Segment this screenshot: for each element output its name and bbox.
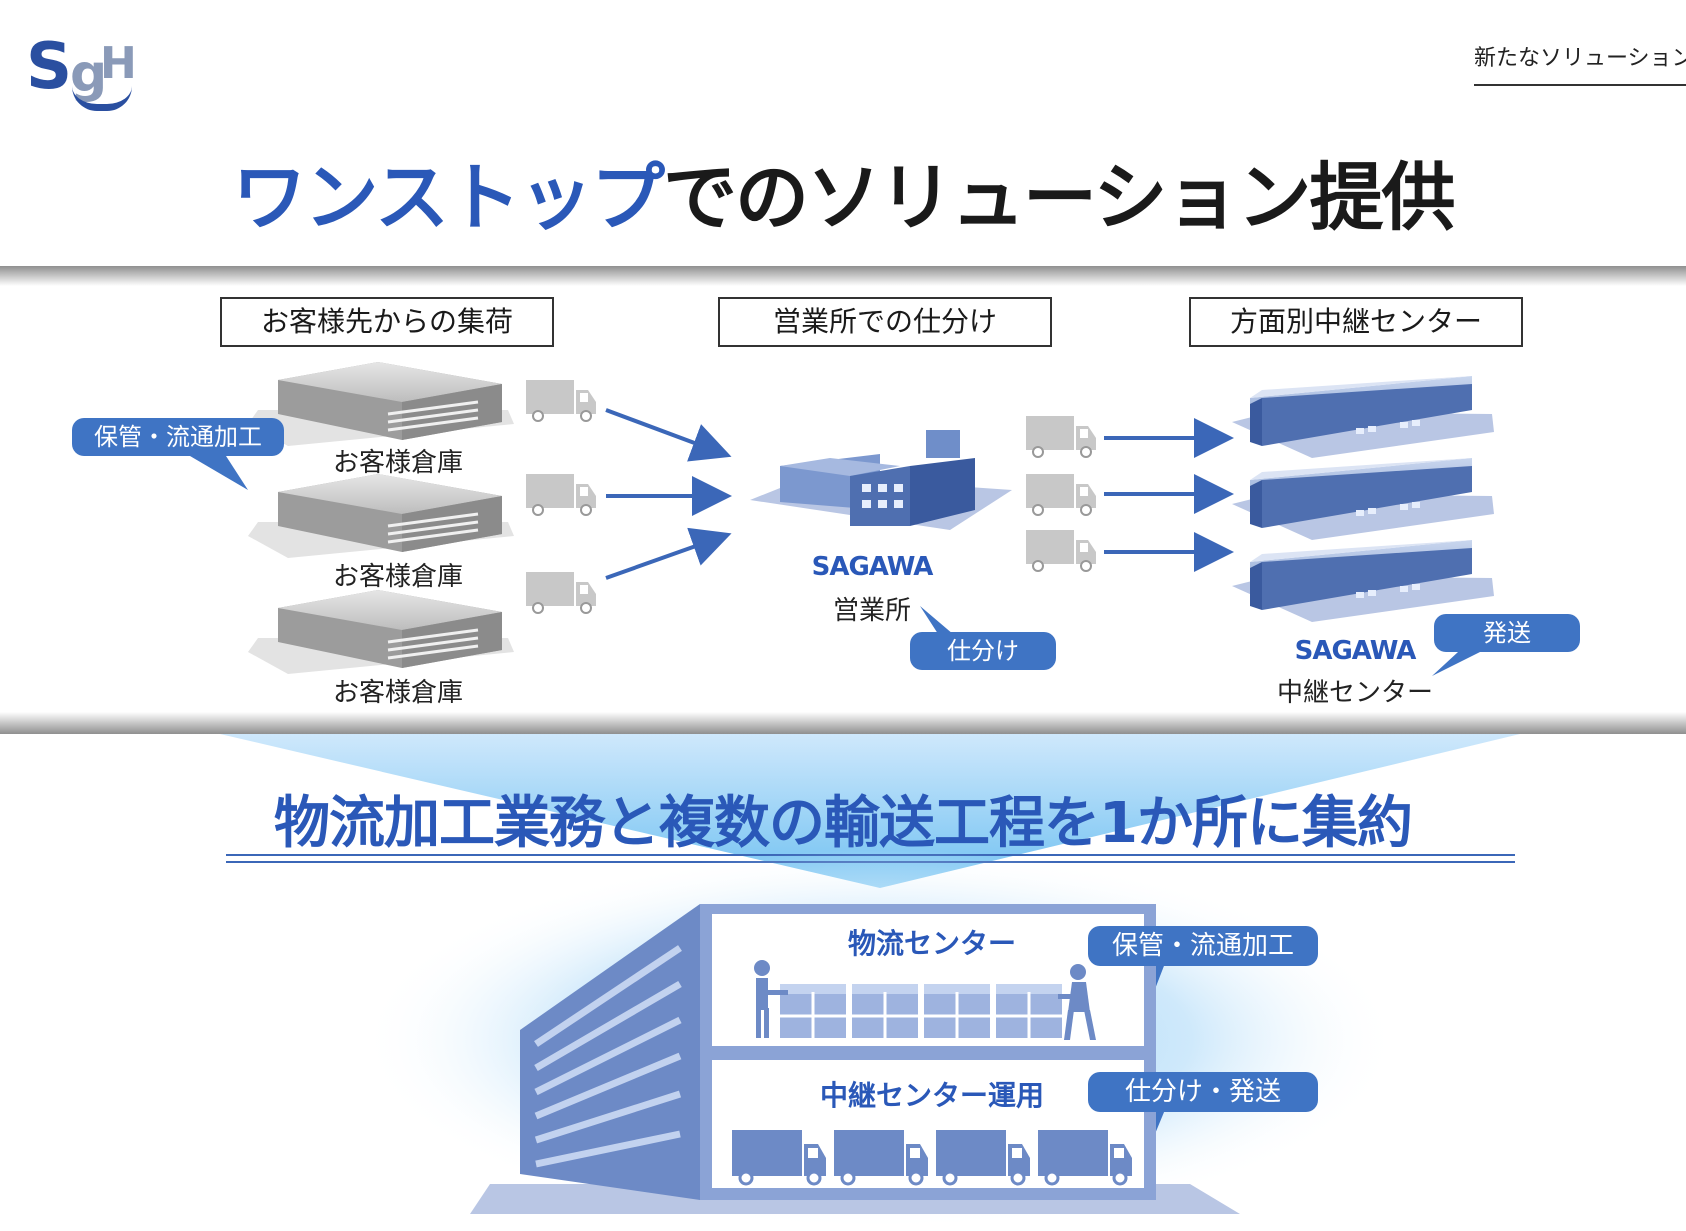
logo-letter-h: H xyxy=(100,38,137,89)
office-brand: SAGAWA xyxy=(811,552,934,582)
step-pickup: お客様先からの集荷 xyxy=(220,297,554,347)
sgh-logo: S g H xyxy=(26,30,138,111)
cargo-boxes xyxy=(780,984,1062,1038)
section-tag: 新たなソリューション xyxy=(1474,40,1686,86)
arrows-to-relay xyxy=(1104,418,1234,572)
worker-icon xyxy=(754,960,788,1038)
bubble-lower-shipping: 仕分け・発送 xyxy=(1088,1072,1318,1112)
truck-icon xyxy=(1026,474,1096,516)
upper-floor-title: 物流センター xyxy=(847,927,1016,960)
warehouse-label: お客様倉庫 xyxy=(332,448,463,478)
relay-brand: SAGAWA xyxy=(1294,636,1417,666)
arrows-to-office xyxy=(605,408,732,580)
truck-icon xyxy=(1026,416,1096,458)
truck-icon xyxy=(526,572,596,614)
customer-warehouse-3 xyxy=(248,590,514,674)
step-relay: 方面別中継センター xyxy=(1189,297,1523,347)
bubble-storage: 保管・流通加工 xyxy=(72,418,284,456)
relay-center-1 xyxy=(1232,376,1494,458)
headline: 物流加工業務と複数の輸送工程を1か所に集約 xyxy=(274,791,1413,856)
truck-icon xyxy=(526,380,596,422)
truck-icon xyxy=(1026,530,1096,572)
customer-warehouse-2 xyxy=(248,474,514,558)
customer-warehouse-1 xyxy=(248,362,514,446)
bubble-upper-storage: 保管・流通加工 xyxy=(1088,926,1318,966)
delivery-trucks xyxy=(732,1130,1132,1186)
office-label: 営業所 xyxy=(832,596,911,626)
lower-floor-title: 中継センター運用 xyxy=(819,1079,1044,1112)
logo-letter-s: S xyxy=(26,30,72,104)
title-rest: でのソリューション提供 xyxy=(663,155,1456,241)
relay-label: 中継センター xyxy=(1276,678,1433,708)
relay-center-3 xyxy=(1232,540,1494,622)
relay-center-2 xyxy=(1232,458,1494,540)
truck-icon xyxy=(526,474,596,516)
step-sorting: 営業所での仕分け xyxy=(718,297,1052,347)
warehouse-label: お客様倉庫 xyxy=(332,562,463,592)
sales-office-building xyxy=(750,430,1012,530)
bubble-sorting: 仕分け xyxy=(910,632,1056,670)
warehouse-label: お客様倉庫 xyxy=(332,678,463,708)
logo-swoosh-icon xyxy=(72,86,132,111)
worker-icon xyxy=(1058,964,1096,1040)
title-highlight: ワンストップ xyxy=(232,155,665,241)
bubble-shipping: 発送 xyxy=(1434,614,1580,652)
page-title: ワンストップでのソリューション提供 xyxy=(0,138,1686,245)
